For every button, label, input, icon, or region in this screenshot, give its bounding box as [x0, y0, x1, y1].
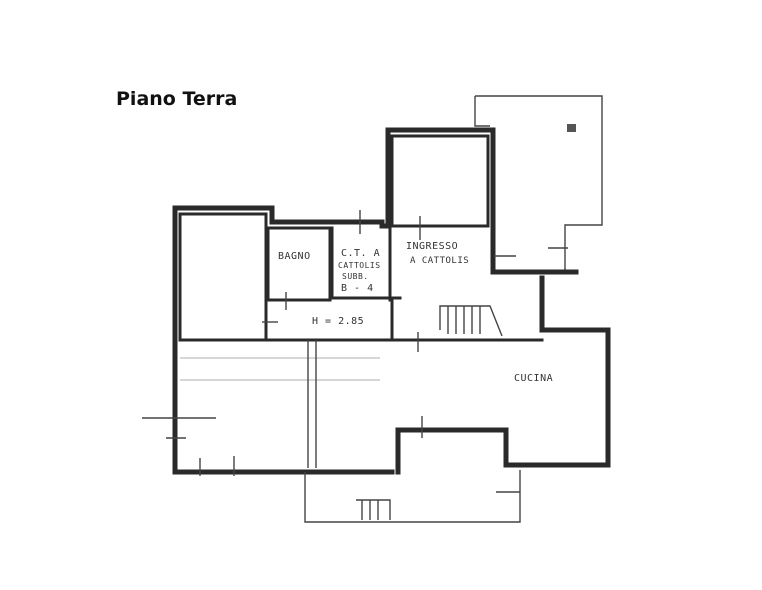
room-label-ct-3: SUBB. — [342, 272, 369, 281]
wall-ingresso-inner — [390, 134, 490, 228]
wall-ingresso-right — [490, 229, 579, 275]
stairs-main — [439, 305, 503, 337]
wall-bagno — [266, 226, 332, 302]
terrace-marker — [567, 124, 576, 132]
wall-bottom-cucina — [395, 427, 509, 475]
room-label-ingresso-2: A CATTOLIS — [410, 256, 469, 266]
terrace-outline — [475, 95, 603, 272]
page-title: Piano Terra — [116, 88, 238, 110]
wall-left-room — [178, 212, 268, 342]
room-label-ct-1: C.T. A — [341, 248, 380, 259]
room-label-ct-4: B - 4 — [341, 283, 374, 294]
room-label-cucina: CUCINA — [514, 373, 553, 384]
stairs-porch — [356, 499, 391, 520]
wall-ct-room — [330, 226, 402, 300]
wall-left-block — [172, 205, 395, 475]
terrace-post — [474, 96, 490, 127]
porch-outline — [304, 470, 521, 523]
wall-ingresso-box — [379, 127, 496, 235]
room-label-height: H = 2.85 — [312, 316, 364, 327]
room-label-ct-2: CATTOLIS — [338, 261, 381, 270]
room-label-bagno: BAGNO — [278, 251, 311, 262]
room-label-ingresso-1: INGRESSO — [406, 241, 458, 252]
wall-right-notch — [503, 275, 611, 468]
wall-top-left — [172, 205, 385, 225]
